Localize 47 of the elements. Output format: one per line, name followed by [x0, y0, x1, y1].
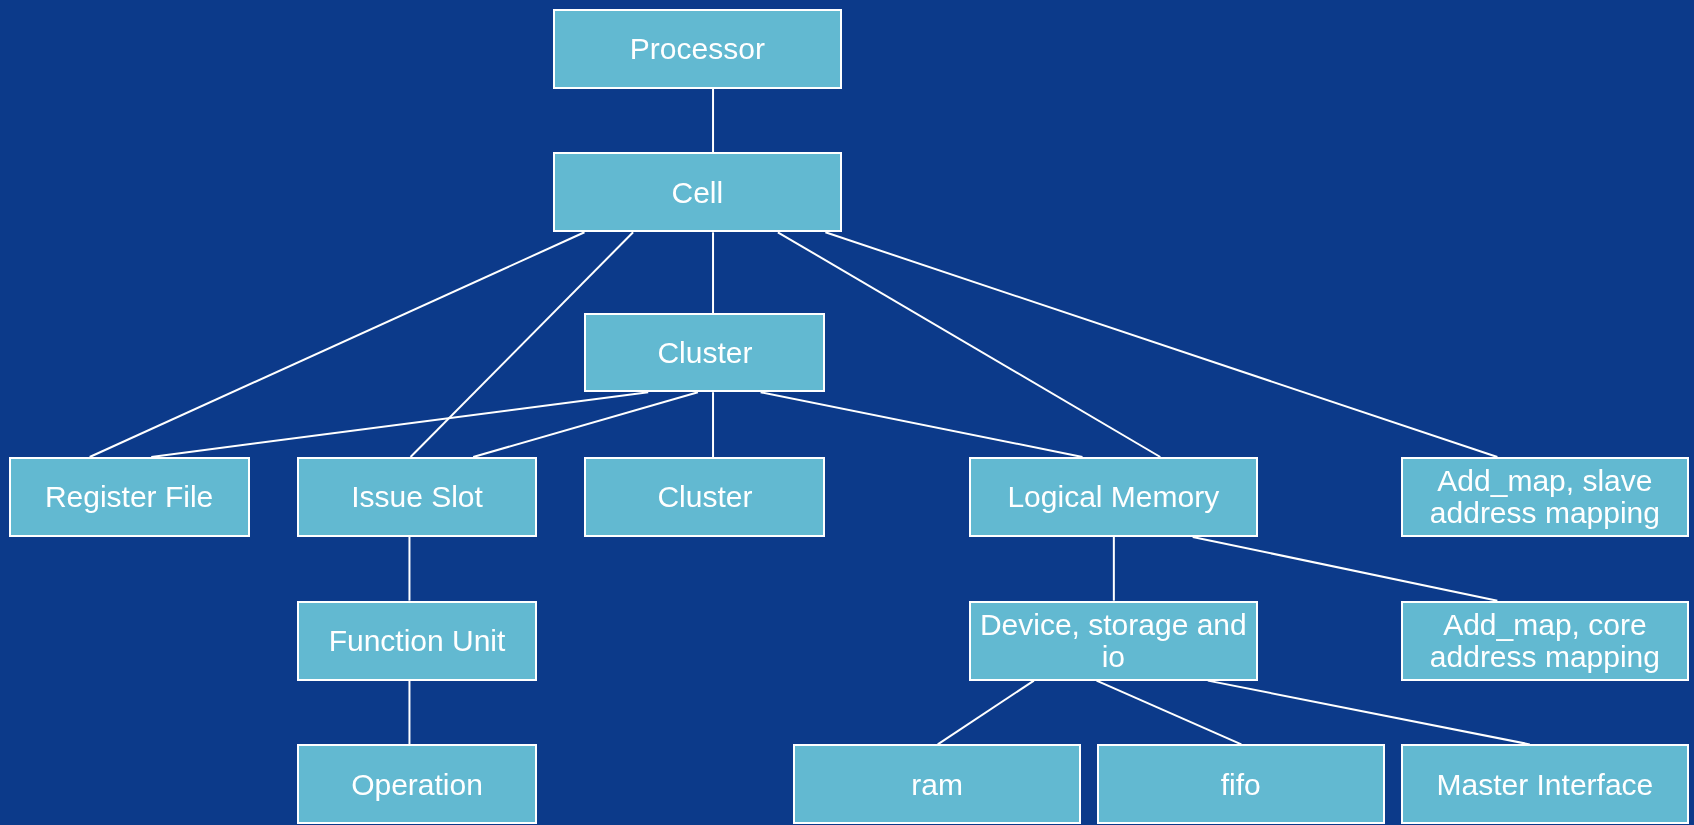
- component-box: [553, 8, 842, 89]
- box-label: Cluster: [656, 481, 754, 513]
- component-box: [297, 744, 537, 825]
- connector-line: [1206, 679, 1531, 746]
- box-label: Logical Memory: [1006, 481, 1221, 513]
- box-label: Cluster: [656, 336, 754, 369]
- component-box: [1096, 744, 1385, 825]
- connector-line: [1112, 535, 1115, 602]
- box-label: Processor: [628, 32, 766, 65]
- component-box: [1401, 457, 1689, 537]
- box-label: Cell: [670, 176, 725, 209]
- component-box: [553, 152, 842, 233]
- connector-line: [712, 87, 715, 154]
- connector-line: [88, 231, 586, 458]
- connector-line: [712, 231, 715, 315]
- box-label: Register File: [43, 481, 215, 513]
- box-label: Device, storage and io: [978, 609, 1248, 673]
- connector-line: [712, 391, 715, 458]
- component-box: [297, 600, 537, 681]
- connector-line: [408, 679, 411, 746]
- connector-line: [824, 231, 1499, 458]
- component-box: [584, 313, 826, 393]
- box-label: fifo: [1219, 768, 1262, 801]
- box-label: Operation: [350, 768, 484, 801]
- box-label: Add_map, core address mapping: [1428, 609, 1661, 673]
- component-box: [297, 457, 537, 537]
- component-box: [969, 457, 1258, 537]
- connector-line: [150, 391, 650, 458]
- connector-line: [1191, 535, 1499, 602]
- box-label: Issue Slot: [350, 481, 484, 513]
- box-label: Master Interface: [1435, 768, 1655, 801]
- connector-line: [408, 535, 411, 602]
- connector-line: [1095, 679, 1243, 746]
- component-box: [969, 600, 1258, 681]
- connector-line: [759, 391, 1084, 458]
- component-box: [8, 457, 250, 537]
- connector-line: [936, 679, 1035, 746]
- component-box: [792, 744, 1082, 825]
- connector-line: [409, 231, 635, 458]
- connector-line: [472, 391, 699, 458]
- component-box: [584, 457, 826, 537]
- box-label: Add_map, slave address mapping: [1428, 465, 1661, 529]
- box-label: Function Unit: [327, 624, 507, 657]
- connector-line: [776, 231, 1162, 458]
- component-box: [1401, 600, 1689, 681]
- box-label: ram: [910, 768, 965, 801]
- component-box: [1401, 744, 1689, 825]
